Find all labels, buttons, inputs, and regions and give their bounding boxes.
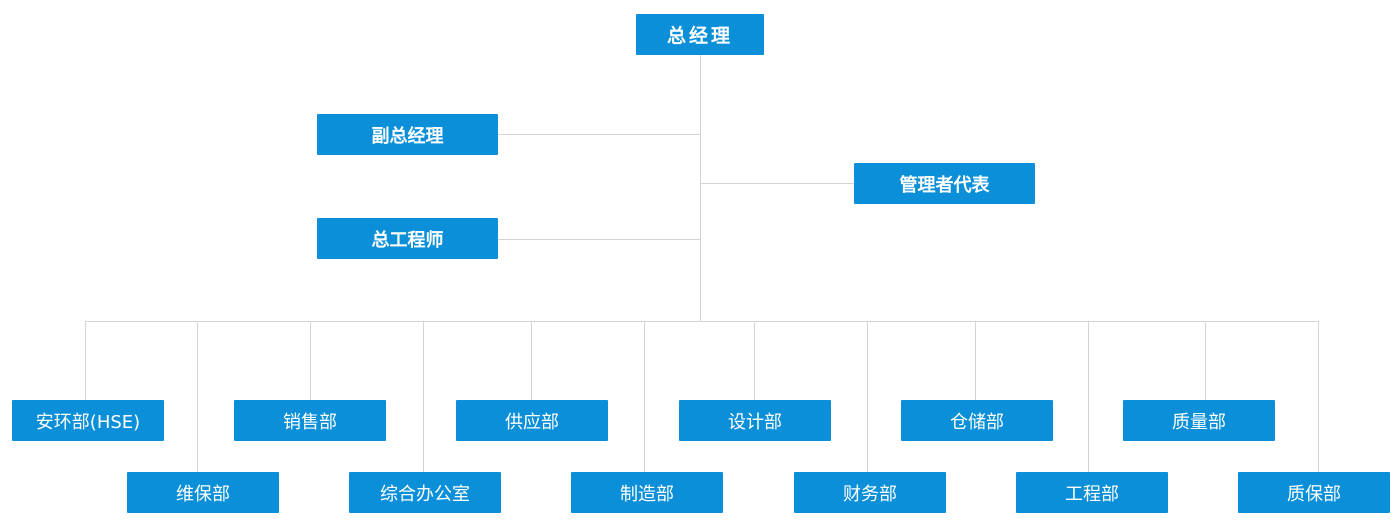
- department-node-engineering: 工程部: [1016, 472, 1168, 513]
- general-manager-node: 总经理: [636, 14, 764, 55]
- deputy-general-manager-node: 副总经理: [317, 114, 498, 155]
- department-node-hse: 安环部(HSE): [12, 400, 164, 441]
- department-node-warehouse: 仓储部: [901, 400, 1053, 441]
- department-node-quality: 质量部: [1123, 400, 1275, 441]
- department-node-finance: 财务部: [794, 472, 946, 513]
- department-node-supply: 供应部: [456, 400, 608, 441]
- department-node-design: 设计部: [679, 400, 831, 441]
- chief-engineer-node: 总工程师: [317, 218, 498, 259]
- department-node-maintenance: 维保部: [127, 472, 279, 513]
- management-representative-node: 管理者代表: [854, 163, 1035, 204]
- department-node-general-office: 综合办公室: [349, 472, 501, 513]
- department-node-quality-assurance: 质保部: [1238, 472, 1390, 513]
- department-node-manufacturing: 制造部: [571, 472, 723, 513]
- department-node-sales: 销售部: [234, 400, 386, 441]
